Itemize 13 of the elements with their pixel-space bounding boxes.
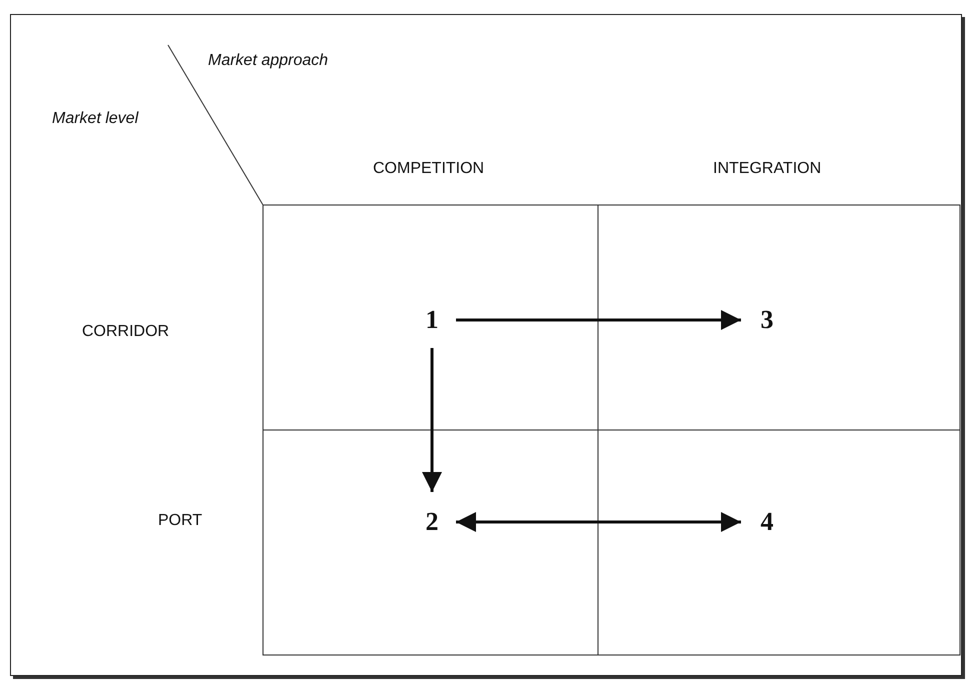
column-header: INTEGRATION [713,160,822,178]
column-header: COMPETITION [373,160,484,178]
matrix-position-number: 2 [420,506,444,538]
arrow [456,512,741,532]
axis-title: Market level [52,110,138,128]
row-header: CORRIDOR [82,323,170,341]
arrow [456,310,741,330]
matrix-position-number: 3 [755,304,779,336]
matrix-position-number: 4 [755,506,779,538]
matrix-position-number: 1 [420,304,444,336]
axis-title: Market approach [208,52,328,70]
row-header: PORT [158,512,202,530]
arrow [422,348,442,492]
